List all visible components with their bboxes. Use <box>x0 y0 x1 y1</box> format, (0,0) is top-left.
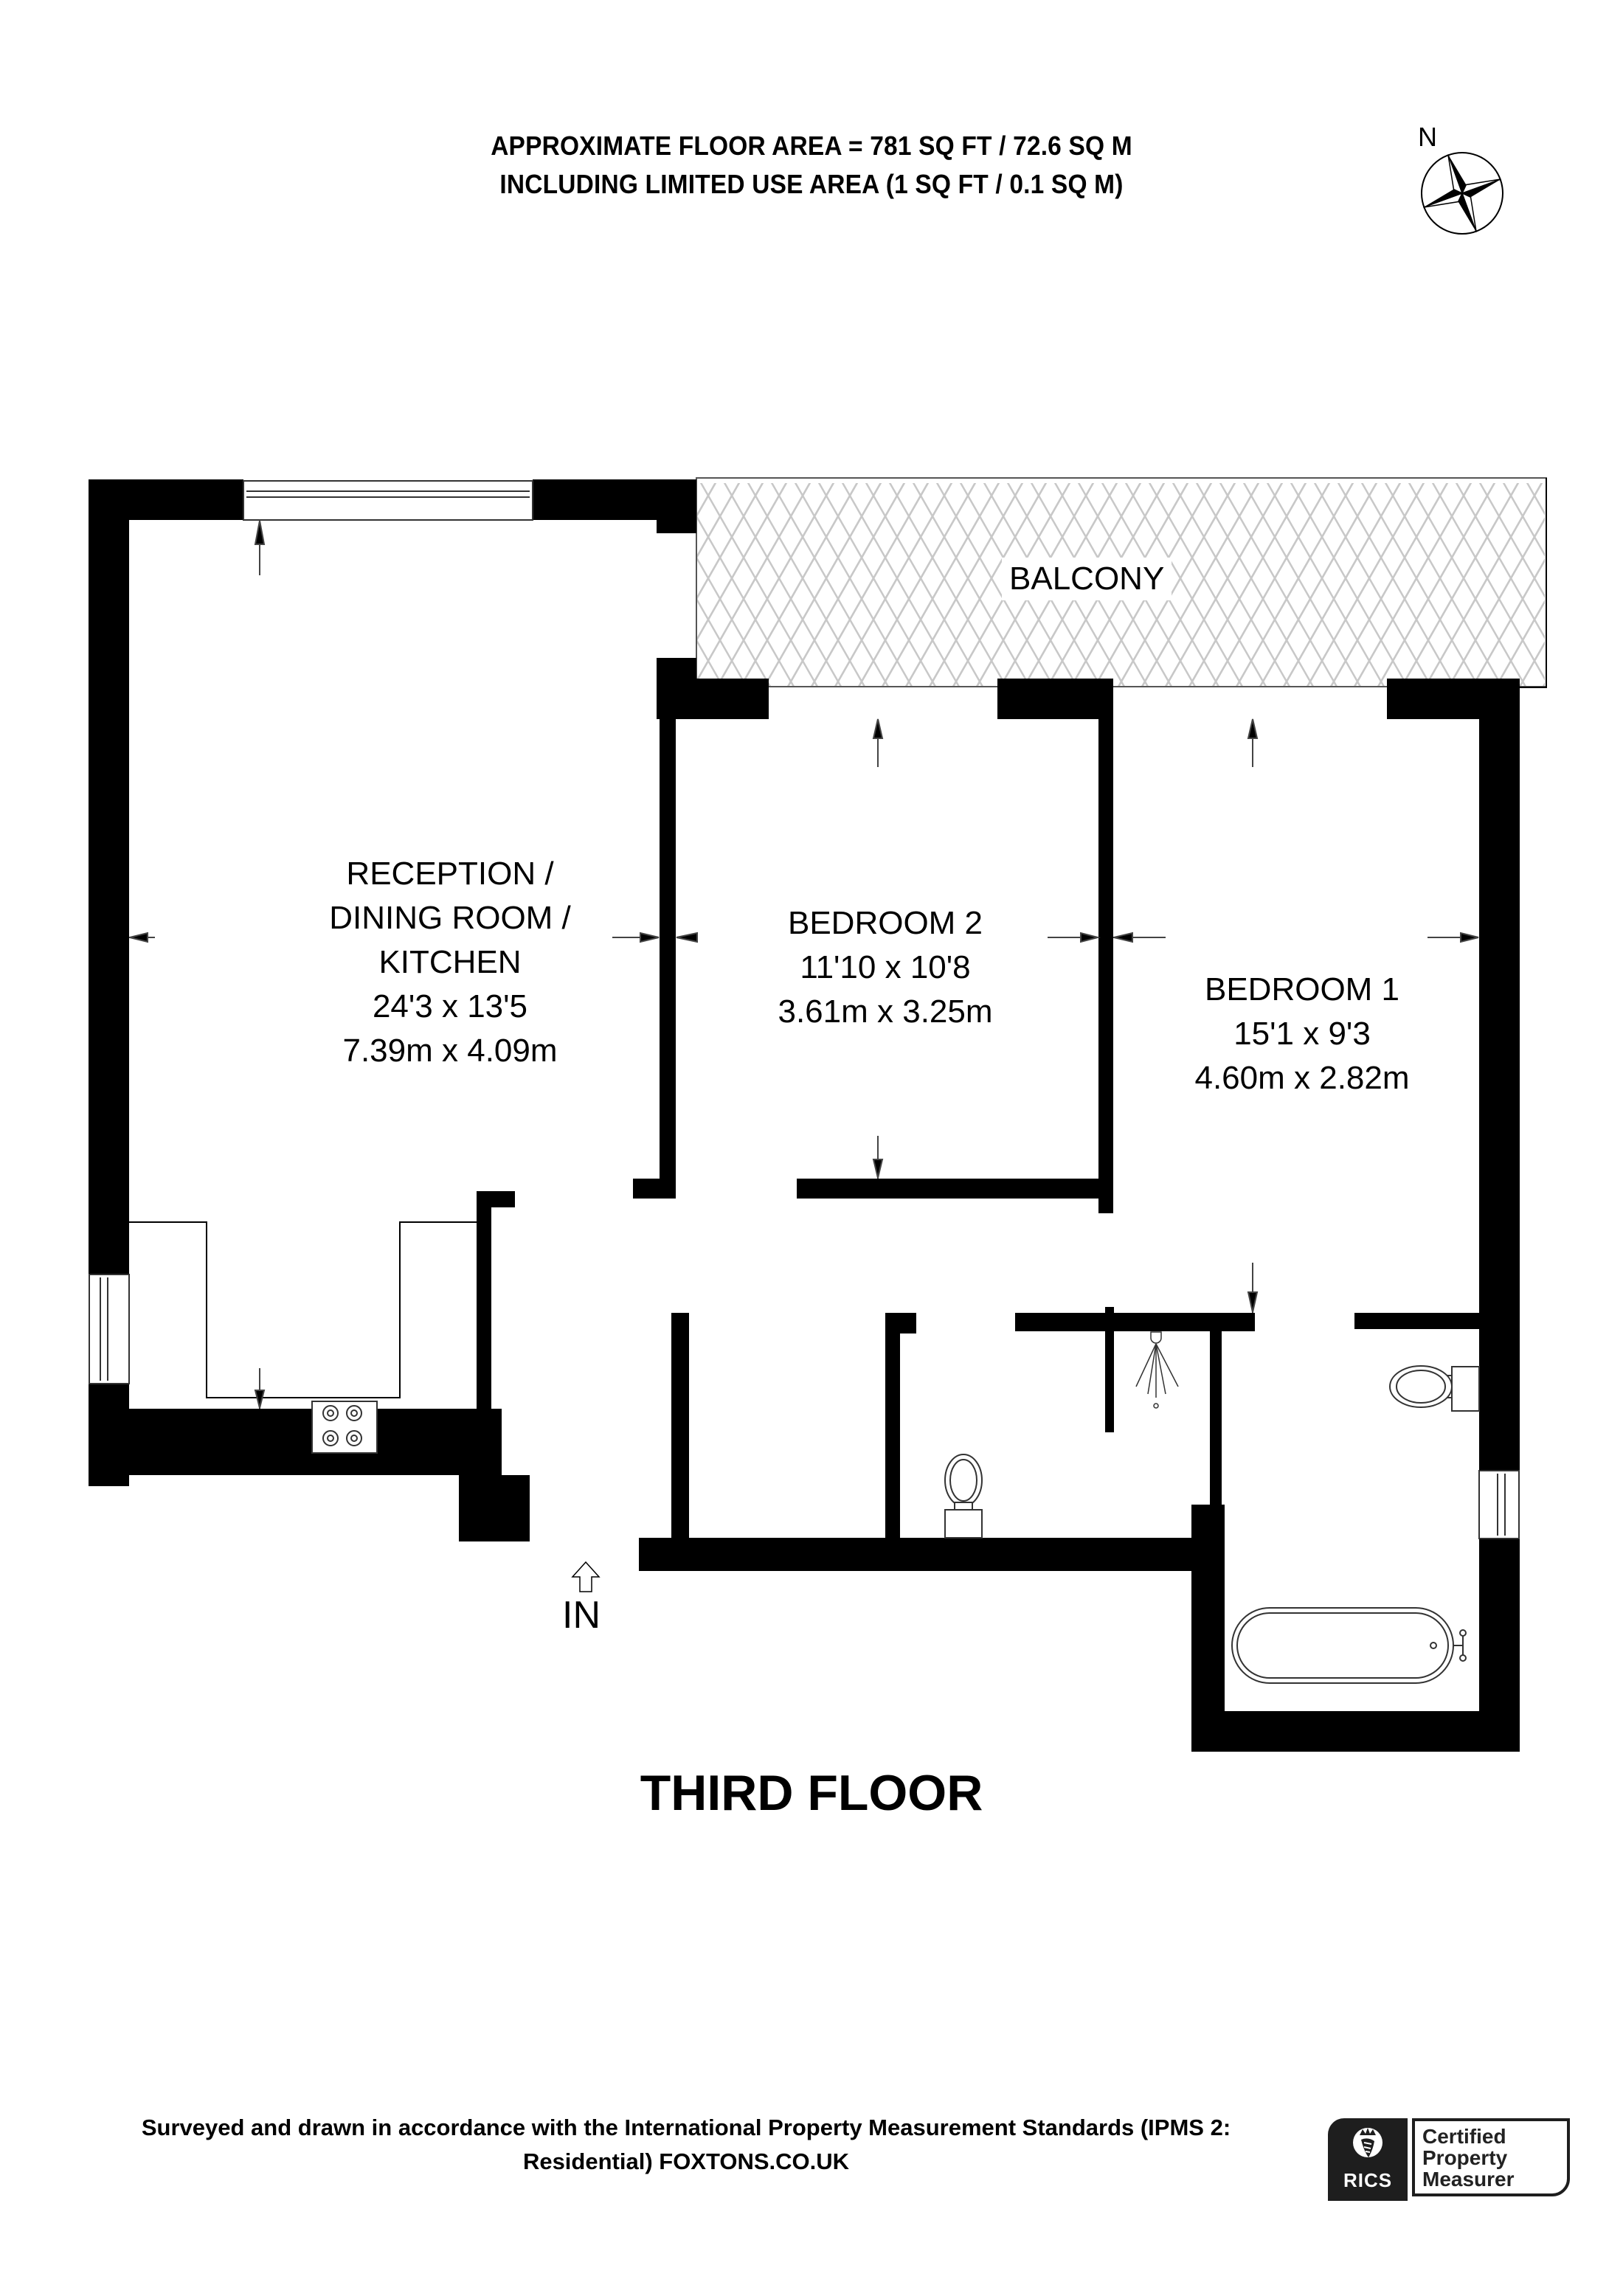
north-label: N <box>1418 122 1437 152</box>
reception-imperial: 24'3 x 13'5 <box>372 988 528 1024</box>
limited-use-area: INCLUDING LIMITED USE AREA (1 SQ FT / 0.… <box>499 169 1124 199</box>
entrance-label: IN <box>562 1594 601 1637</box>
toilet-icon-bathroom <box>1389 1365 1480 1412</box>
room-label-bedroom-1: BEDROOM 1 15'1 x 9'3 4.60m x 2.82m <box>1129 968 1475 1100</box>
balcony-label: BALCONY <box>1002 558 1172 600</box>
rics-logo: RICS <box>1328 2118 1408 2201</box>
floor-area-total: APPROXIMATE FLOOR AREA = 781 SQ FT / 72.… <box>491 131 1132 161</box>
rics-certified-badge: RICS Certified Property Measurer <box>1328 2118 1575 2201</box>
bedroom-2-metric: 3.61m x 3.25m <box>778 993 993 1030</box>
window-top-reception <box>243 480 533 521</box>
kitchen-counter <box>129 1221 477 1398</box>
toilet-icon-wc <box>944 1454 983 1539</box>
certified-property-measurer: Certified Property Measurer <box>1412 2118 1570 2196</box>
window-left-kitchen <box>89 1274 130 1384</box>
room-label-bedroom-2: BEDROOM 2 11'10 x 10'8 3.61m x 3.25m <box>693 901 1077 1034</box>
room-label-reception: RECEPTION / DINING ROOM / KITCHEN 24'3 x… <box>221 852 679 1073</box>
dimension-arrows <box>129 520 1479 1409</box>
bedroom-1-metric: 4.60m x 2.82m <box>1194 1060 1410 1096</box>
floor-title: THIRD FLOOR <box>640 1765 983 1821</box>
bedroom-1-imperial: 15'1 x 9'3 <box>1233 1016 1371 1052</box>
rics-wordmark: RICS <box>1343 2169 1393 2191</box>
floor-area-header: APPROXIMATE FLOOR AREA = 781 SQ FT / 72.… <box>0 127 1623 204</box>
bedroom-2-imperial: 11'10 x 10'8 <box>800 949 971 985</box>
lion-crest-icon <box>1353 2128 1383 2157</box>
hob-icon <box>311 1401 378 1454</box>
bath-icon <box>1231 1607 1467 1684</box>
reception-metric: 7.39m x 4.09m <box>342 1033 558 1069</box>
window-bathroom <box>1478 1470 1520 1539</box>
shower-icon <box>1135 1331 1179 1409</box>
survey-disclaimer: Surveyed and drawn in accordance with th… <box>141 2115 1231 2174</box>
entrance-arrow-icon <box>571 1561 601 1592</box>
walls <box>89 479 1520 1752</box>
compass-rose-icon: N <box>1418 122 1503 235</box>
